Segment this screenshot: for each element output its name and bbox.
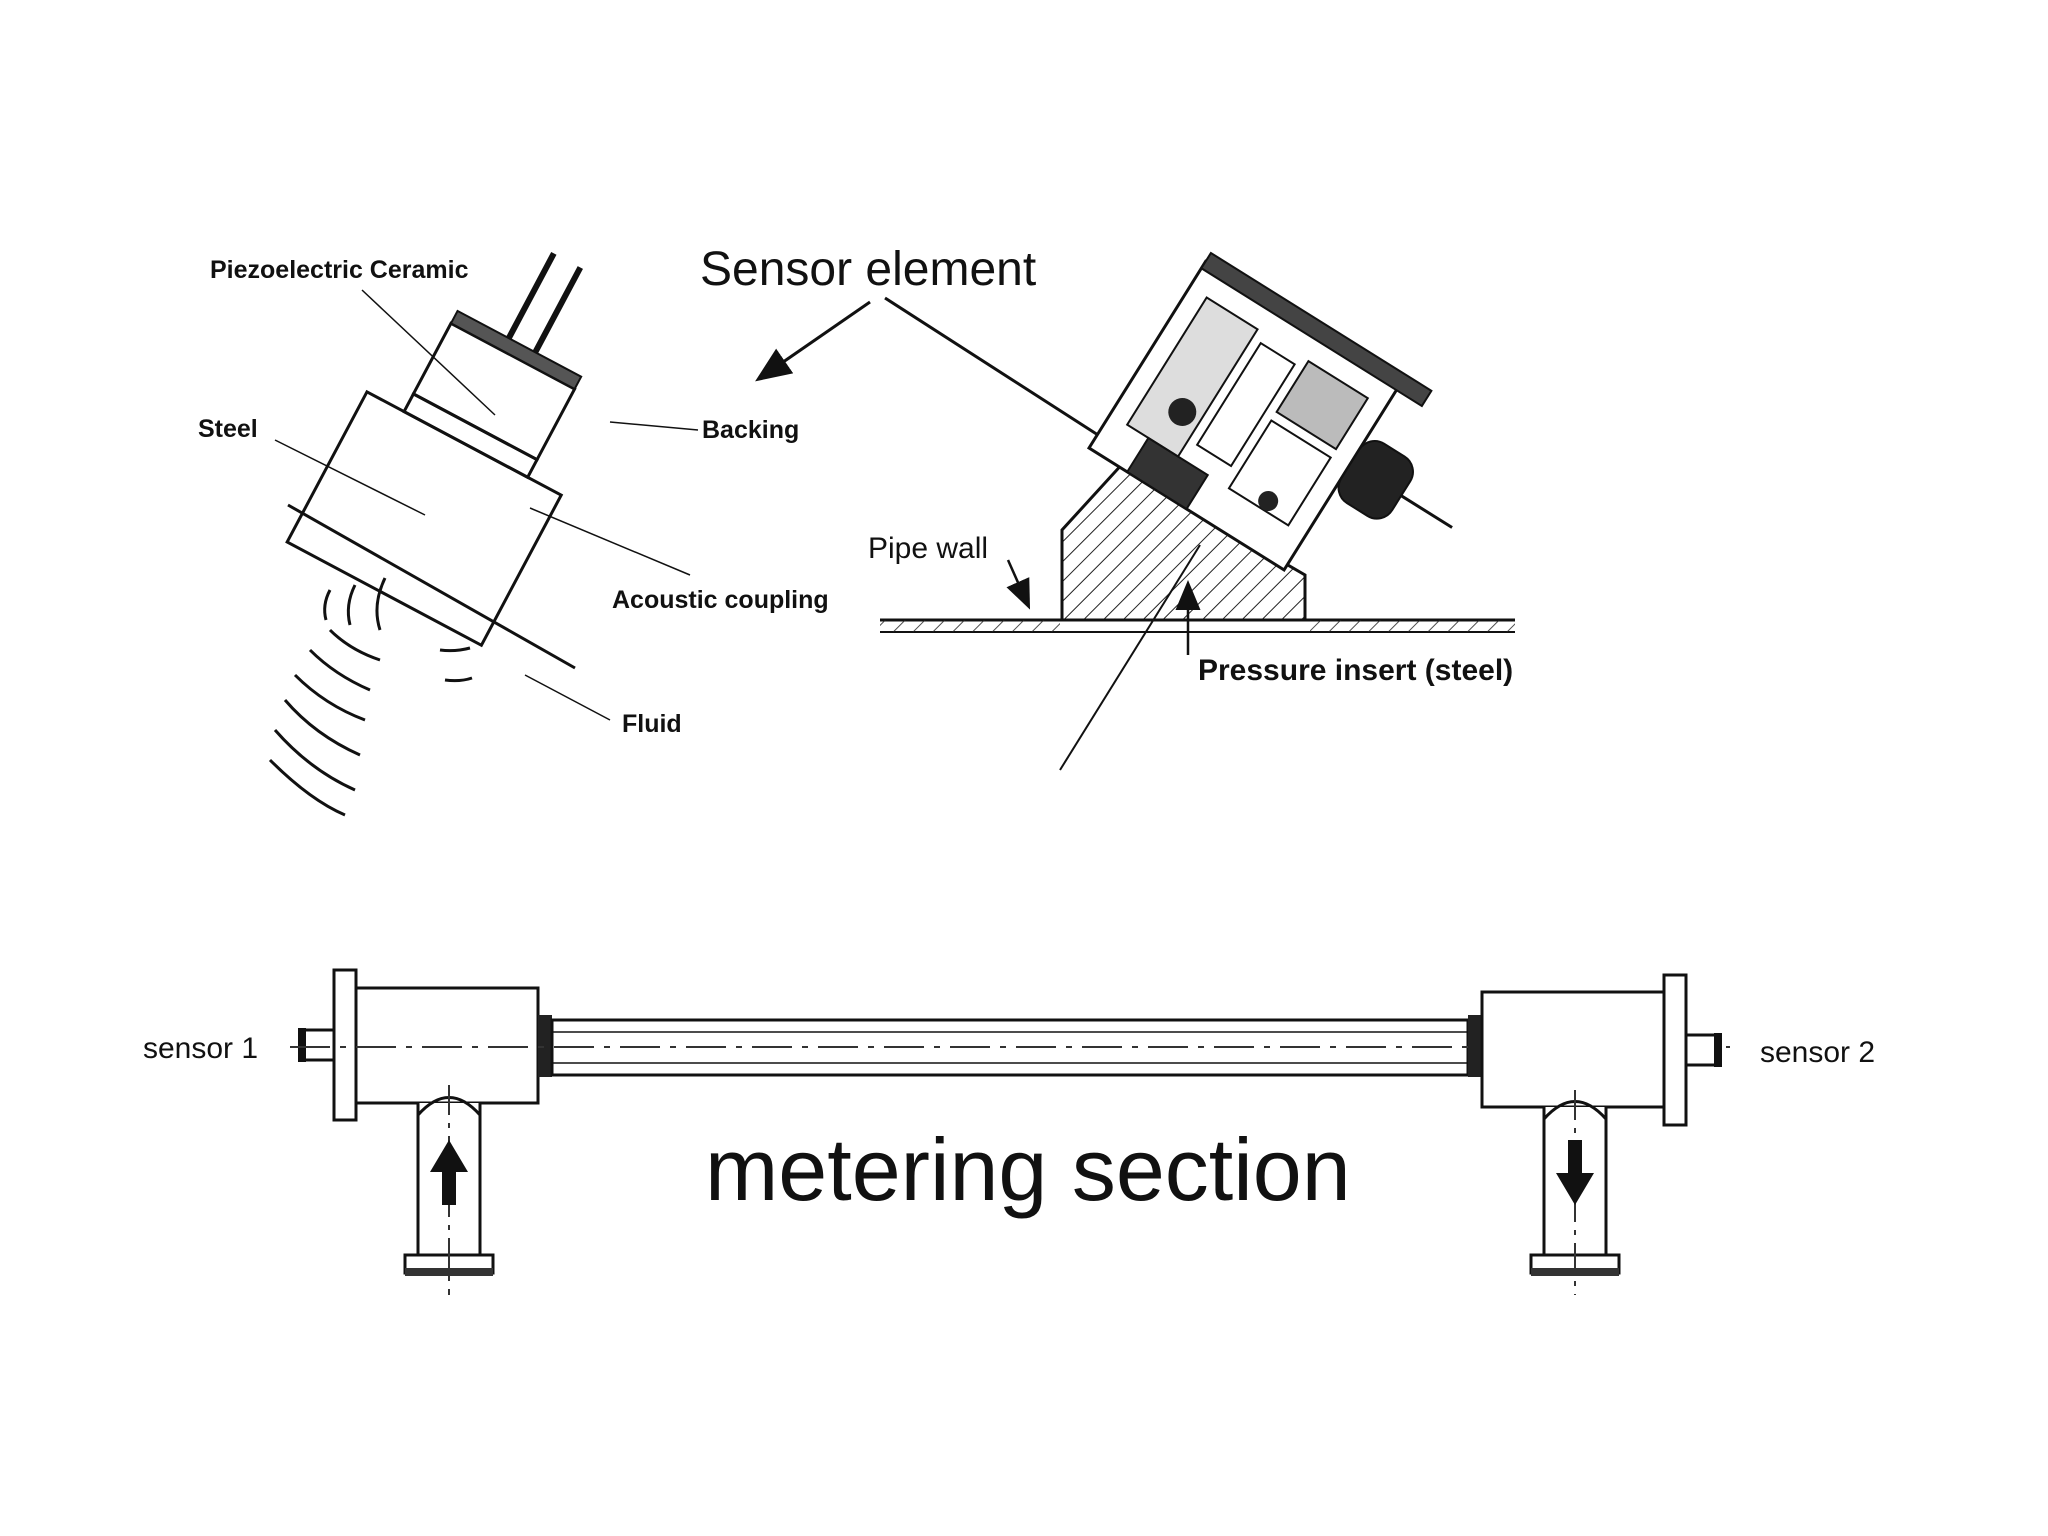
fluid-label: Fluid — [622, 710, 682, 738]
right-housing — [1480, 990, 1666, 1109]
piezo-ceramic-label: Piezoelectric Ceramic — [210, 256, 469, 284]
sensor-2-label: sensor 2 — [1760, 1036, 1875, 1069]
inlet-arrow-icon — [430, 1140, 468, 1205]
metering-section-diagram: sensor 1 sensor 2 metering section — [143, 968, 1875, 1295]
acoustic-coupling-label: Acoustic coupling — [612, 586, 829, 614]
sensor-element-label: Sensor element — [700, 243, 1036, 296]
pipe-wall-label: Pipe wall — [868, 532, 988, 565]
outlet-arrow-icon — [1556, 1140, 1594, 1205]
transducer-body — [285, 251, 583, 648]
pressure-insert-label: Pressure insert (steel) — [1198, 654, 1513, 687]
acoustic-waves — [268, 577, 473, 817]
metering-section-label: metering section — [705, 1120, 1351, 1219]
transducer-leaders — [274, 289, 699, 721]
left-housing — [354, 986, 540, 1105]
sensor-assembly-diagram: Sensor element Pipe wall — [700, 243, 1515, 771]
sensor-1-label: sensor 1 — [143, 1032, 258, 1065]
right-flange — [1662, 973, 1688, 1127]
left-flange — [332, 968, 358, 1122]
sensor-housing — [1086, 251, 1453, 572]
transducer-diagram: Piezoelectric Ceramic Steel Backing Acou… — [198, 251, 829, 817]
backing-label: Backing — [702, 416, 799, 444]
steel-label: Steel — [198, 415, 258, 443]
